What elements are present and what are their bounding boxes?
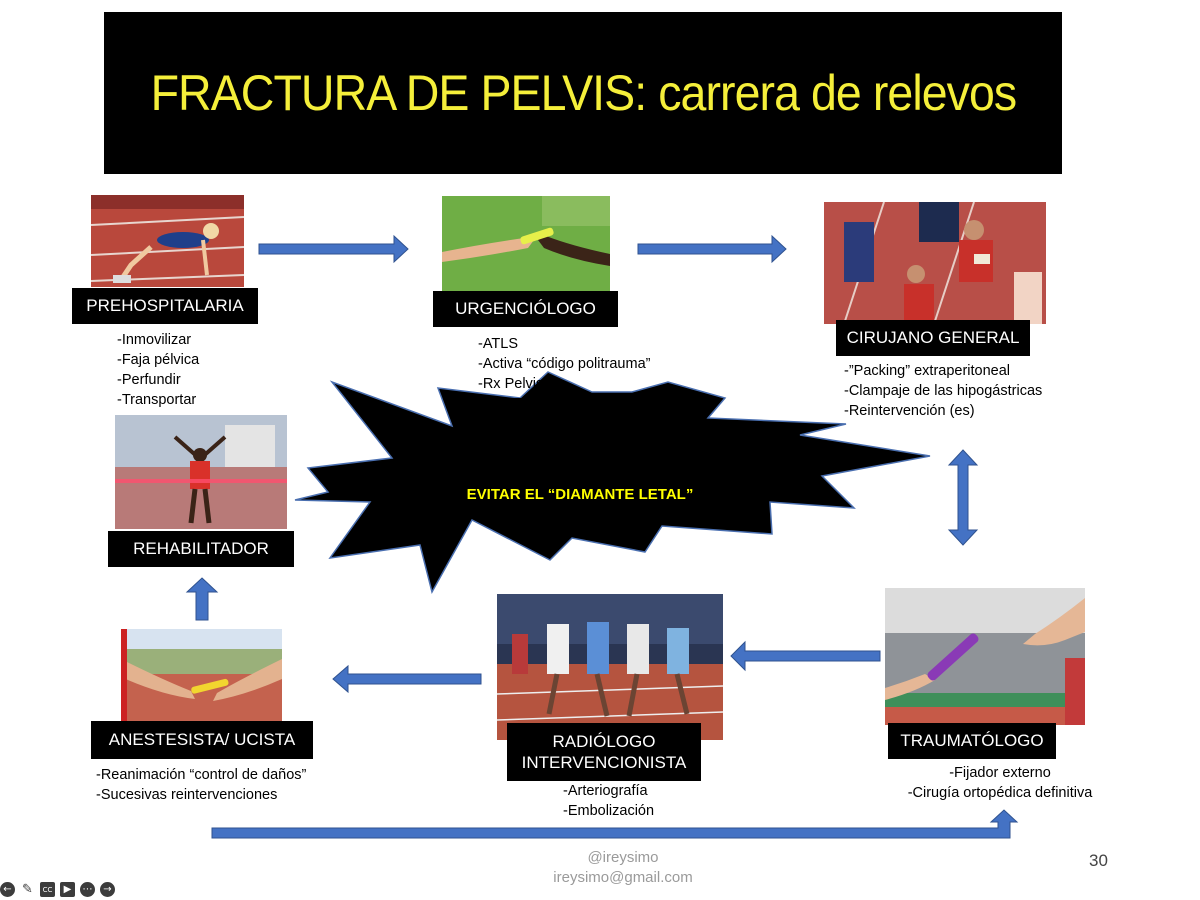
footer-handle: @ireysimo (587, 849, 659, 866)
stadium-baton-photo (885, 588, 1085, 725)
task-item: -Perfundir (117, 372, 181, 388)
task-item: -Reanimación “control de daños” (96, 767, 307, 783)
relay-runners-photo (824, 202, 1046, 324)
task-item: -Rx Pelvis (478, 376, 544, 392)
tasks-prehospitalaria: -Inmovilizar -Faja pélvica -Perfundir -T… (117, 330, 199, 410)
arrow-anest-to-rehab (185, 577, 219, 621)
baton-hands-photo (121, 629, 282, 721)
tasks-urgenciologo: -ATLS -Activa “código politrauma” -Rx Pe… (478, 334, 650, 414)
label-radiologo-line1: RADIÓLOGO (552, 731, 656, 751)
task-item: -Inmovilizar (117, 332, 192, 348)
task-item: -Faja pélvica (117, 352, 200, 368)
footer-email: ireysimo@gmail.com (553, 869, 693, 886)
arrow-urg-to-cirujano (637, 234, 787, 264)
finish-line-photo (115, 415, 287, 529)
more-icon[interactable]: ⋯ (80, 882, 95, 897)
title-banner: FRACTURA DE PELVIS: carrera de relevos (104, 12, 1062, 174)
arrow-radio-to-anest (332, 664, 482, 694)
sprinter-start-photo (91, 195, 244, 287)
slide-toolbar: ← ✎ CC ▶ ⋯ → (0, 882, 115, 897)
label-radiologo: RADIÓLOGO INTERVENCIONISTA (507, 723, 701, 781)
task-item: -Sucesivas reintervenciones (96, 787, 278, 803)
label-cirujano-general: CIRUJANO GENERAL (836, 320, 1030, 356)
captions-icon[interactable]: CC (40, 882, 55, 897)
relay-race-photo (497, 594, 723, 740)
task-item: -”Packing” extraperitoneal (844, 363, 1011, 379)
label-anestesista: ANESTESISTA/ UCISTA (91, 721, 313, 759)
label-urgenciologo: URGENCIÓLOGO (433, 291, 618, 327)
back-icon[interactable]: ← (0, 882, 15, 897)
arrow-bottom-return (211, 809, 1019, 839)
tasks-anestesista: -Reanimación “control de daños” -Sucesiv… (96, 765, 306, 805)
center-warning-text: EVITAR EL “DIAMANTE LETAL” (466, 486, 694, 503)
task-item: -Cirugía ortopédica definitiva (907, 785, 1093, 801)
task-item: -Embolización (563, 803, 655, 819)
task-item: -Reintervención (es) (844, 403, 975, 419)
label-rehabilitador: REHABILITADOR (108, 531, 294, 567)
label-traumatologo: TRAUMATÓLOGO (888, 723, 1056, 759)
page-number: 30 (1089, 851, 1108, 870)
forward-icon[interactable]: → (100, 882, 115, 897)
tasks-cirujano: -”Packing” extraperitoneal -Clampaje de … (844, 361, 1042, 421)
task-item: -HipoTA permisiva (478, 396, 596, 412)
task-item: -Activa “código politrauma” (478, 356, 651, 372)
task-item: -Clampaje de las hipogástricas (844, 383, 1043, 399)
task-item: -Transportar (117, 392, 197, 408)
task-item: -Fijador externo (949, 765, 1051, 781)
arrow-prehosp-to-urg (258, 234, 409, 264)
tasks-traumatologo: -Fijador externo -Cirugía ortopédica def… (890, 763, 1110, 803)
arrow-trauma-to-radio (730, 640, 881, 672)
label-prehospitalaria: PREHOSPITALARIA (72, 288, 258, 324)
task-item: -Arteriografía (563, 783, 648, 799)
pen-icon[interactable]: ✎ (22, 882, 33, 897)
video-icon[interactable]: ▶ (60, 882, 75, 897)
arrow-cirujano-traumatologo (947, 449, 979, 546)
diamante-letal-star (294, 371, 931, 595)
tasks-radiologo: -Arteriografía -Embolización (563, 781, 654, 821)
task-item: -ATLS (478, 336, 519, 352)
baton-pass-photo (442, 196, 610, 291)
label-radiologo-line2: INTERVENCIONISTA (521, 753, 687, 772)
page-title: FRACTURA DE PELVIS: carrera de relevos (150, 65, 1017, 121)
